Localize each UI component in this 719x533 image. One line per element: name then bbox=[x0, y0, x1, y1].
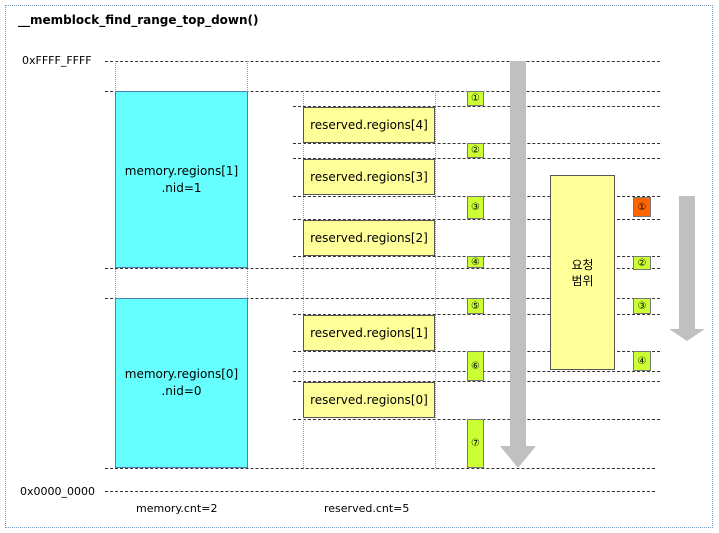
reserved-count-label: reserved.cnt=5 bbox=[324, 502, 410, 515]
boundary-line bbox=[105, 298, 660, 299]
boundary-line bbox=[293, 219, 660, 220]
request-slot-3: ③ bbox=[633, 298, 651, 314]
memory-region-0: memory.regions[0] .nid=0 bbox=[115, 298, 248, 468]
request-slot-1-selected: ① bbox=[633, 197, 651, 217]
address-bottom-label: 0x0000_0000 bbox=[20, 485, 95, 498]
request-range-label: 범위 bbox=[571, 273, 594, 288]
reserved-region-4: reserved.regions[4] bbox=[303, 107, 435, 143]
request-range-label: 요청 bbox=[571, 257, 594, 272]
free-slot-6: ⑥ bbox=[467, 351, 484, 381]
request-slot-4: ④ bbox=[633, 351, 651, 371]
request-range: 요청 범위 bbox=[550, 175, 615, 370]
boundary-line bbox=[105, 91, 660, 92]
boundary-line bbox=[293, 106, 660, 107]
memory-region-nid: .nid=0 bbox=[161, 384, 202, 398]
free-slot-7: ⑦ bbox=[467, 419, 484, 468]
boundary-line-bottom bbox=[105, 491, 655, 492]
reserved-column-guide bbox=[435, 91, 436, 468]
boundary-line bbox=[105, 468, 655, 469]
memory-count-label: memory.cnt=2 bbox=[136, 502, 218, 515]
diagram-title: __memblock_find_range_top_down() bbox=[18, 13, 259, 27]
memory-region-label: memory.regions[1] bbox=[124, 163, 239, 178]
memory-region-nid: .nid=1 bbox=[161, 180, 202, 195]
boundary-line bbox=[293, 314, 660, 315]
boundary-line bbox=[293, 158, 660, 159]
reserved-column-guide bbox=[303, 91, 304, 468]
reserved-region-3: reserved.regions[3] bbox=[303, 159, 435, 195]
boundary-line-top bbox=[105, 61, 660, 62]
memory-region-1: memory.regions[1] .nid=1 bbox=[115, 91, 248, 268]
request-slot-2: ② bbox=[633, 256, 651, 270]
free-slot-1: ① bbox=[467, 91, 484, 106]
boundary-line bbox=[293, 381, 660, 382]
free-slot-5: ⑤ bbox=[467, 298, 484, 314]
free-slot-3: ③ bbox=[467, 196, 484, 219]
free-slot-2: ② bbox=[467, 143, 484, 158]
scan-direction-arrow-icon bbox=[500, 61, 536, 468]
reserved-region-2: reserved.regions[2] bbox=[303, 220, 435, 256]
reserved-region-1: reserved.regions[1] bbox=[303, 315, 435, 351]
reserved-region-0: reserved.regions[0] bbox=[303, 382, 435, 418]
diagram-frame bbox=[5, 5, 713, 528]
address-top-label: 0xFFFF_FFFF bbox=[22, 54, 92, 67]
request-direction-arrow-icon bbox=[669, 196, 705, 341]
boundary-line bbox=[105, 268, 660, 269]
memory-region-label: memory.regions[0] bbox=[124, 367, 239, 381]
free-slot-4: ④ bbox=[467, 256, 484, 268]
